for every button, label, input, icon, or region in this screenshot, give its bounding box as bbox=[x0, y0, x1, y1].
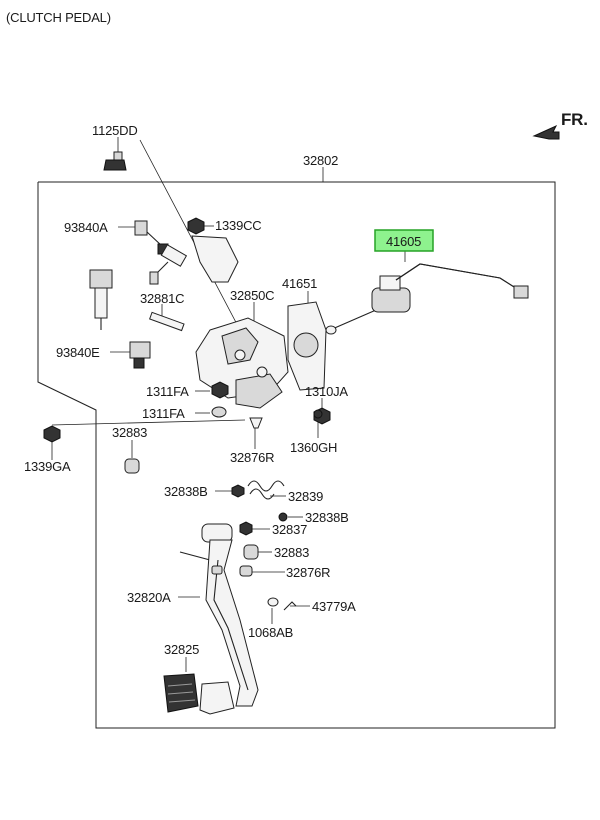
label-1125dd: 1125DD bbox=[92, 123, 138, 138]
highlight-41605 bbox=[374, 229, 434, 252]
bolt-1125dd bbox=[103, 151, 127, 171]
label-32820a: 32820A bbox=[127, 590, 171, 605]
label-1311fa-lower: 1311FA bbox=[142, 406, 185, 421]
label-1310ja: 1310JA bbox=[305, 384, 348, 399]
label-93840a: 93840A bbox=[64, 220, 108, 235]
part-labels: 32802 1125DD 93840A 1339CC 41605 41651 3… bbox=[24, 123, 421, 657]
label-32850c: 32850C bbox=[230, 288, 274, 303]
master-cylinder-41605 bbox=[325, 263, 529, 335]
front-direction-indicator: FR. bbox=[532, 110, 588, 140]
leader-lines bbox=[51, 137, 406, 672]
label-32839: 32839 bbox=[288, 489, 323, 504]
nut-1339cc bbox=[187, 217, 205, 235]
pedal-bracket bbox=[191, 235, 289, 409]
label-1339cc: 1339CC bbox=[215, 218, 262, 233]
label-32883-upper: 32883 bbox=[112, 425, 147, 440]
nuts-1311fa bbox=[211, 381, 229, 418]
pedal-arm-32820a bbox=[179, 523, 259, 707]
stopper-32876r-upper bbox=[249, 417, 263, 429]
label-32883-lower: 32883 bbox=[274, 545, 309, 560]
label-32825: 32825 bbox=[164, 642, 199, 657]
label-1360gh: 1360GH bbox=[290, 440, 337, 455]
switch-93840e bbox=[89, 269, 151, 369]
switch-93840a bbox=[134, 220, 188, 285]
nut-1339ga bbox=[43, 425, 61, 443]
label-32802: 32802 bbox=[303, 153, 338, 168]
label-93840e: 93840E bbox=[56, 345, 100, 360]
nut-1360gh bbox=[313, 409, 323, 419]
pedal-hardware bbox=[239, 521, 297, 611]
label-1068ab: 1068AB bbox=[248, 625, 293, 640]
label-43779a: 43779A bbox=[312, 599, 356, 614]
pin-32881c bbox=[149, 311, 185, 332]
gasket-41651 bbox=[287, 301, 327, 391]
label-32838b-right: 32838B bbox=[305, 510, 349, 525]
bush-32883-upper bbox=[124, 458, 140, 474]
label-41605: 41605 bbox=[386, 234, 421, 249]
pedal-pad-32825 bbox=[163, 673, 235, 715]
label-32837: 32837 bbox=[272, 522, 307, 537]
label-32876r-lower: 32876R bbox=[286, 565, 330, 580]
front-arrow-icon bbox=[532, 124, 560, 140]
spring-32839 bbox=[231, 480, 288, 522]
label-32876r-upper: 32876R bbox=[230, 450, 274, 465]
label-1311fa-upper: 1311FA bbox=[146, 384, 189, 399]
direction-label: FR. bbox=[561, 110, 588, 129]
outer-frame bbox=[37, 181, 556, 729]
assembly-frame bbox=[37, 181, 556, 729]
label-32881c: 32881C bbox=[140, 291, 184, 306]
diagram-title: (CLUTCH PEDAL) bbox=[6, 10, 111, 25]
label-32838b-left: 32838B bbox=[164, 484, 208, 499]
label-1339ga: 1339GA bbox=[24, 459, 71, 474]
label-41651: 41651 bbox=[282, 276, 317, 291]
